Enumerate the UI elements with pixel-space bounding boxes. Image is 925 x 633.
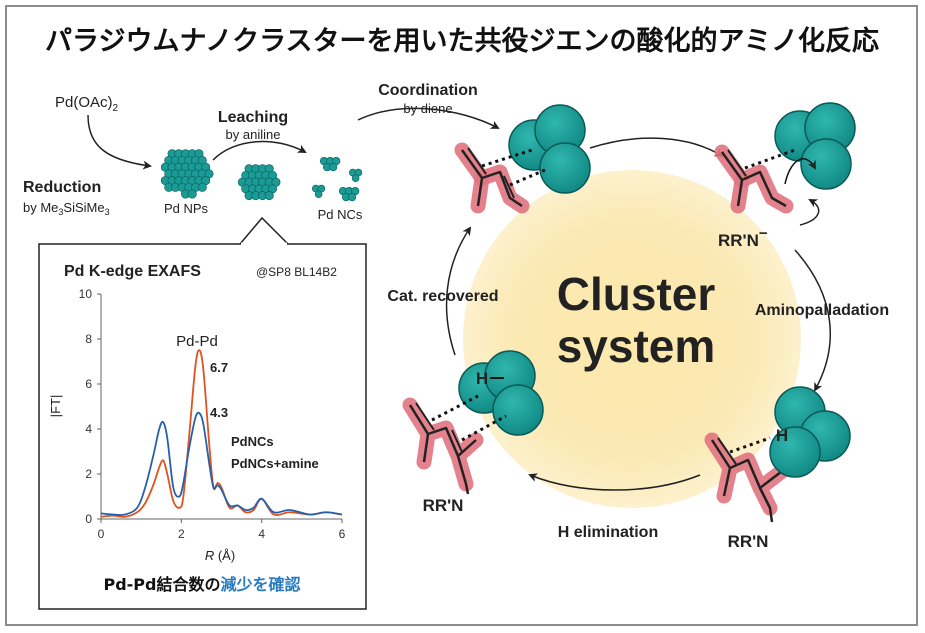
- amine-bottom-left-label: RR'N: [423, 496, 464, 515]
- leaching-label: Leaching: [218, 109, 288, 126]
- pd-cluster: [774, 102, 856, 190]
- amine-attack-complex: [714, 102, 856, 214]
- cycle-arrow-bottom: [528, 473, 701, 491]
- leaching-reagent: by aniline: [226, 127, 281, 142]
- y-tick-label: 4: [85, 422, 92, 436]
- peak-value-pdncs: 6.7: [210, 360, 228, 375]
- x-ticks: 0 2 4 6: [98, 519, 346, 541]
- x-tick-label: 6: [339, 527, 346, 541]
- legend-amine: PdNCs+amine: [231, 456, 319, 471]
- cycle-arrow-right: [794, 249, 831, 392]
- precursor-label: Pd(OAc)2: [55, 94, 119, 114]
- legend-pdncs: PdNCs: [231, 434, 274, 449]
- y-tick-label: 2: [85, 467, 92, 481]
- pd-ncs-label: Pd NCs: [318, 207, 363, 222]
- coordination-reagent: by diene: [403, 101, 452, 116]
- y-tick-label: 0: [85, 512, 92, 526]
- h-elimination-label: H elimination: [558, 524, 658, 541]
- page-title: パラジウムナノクラスターを用いた共役ジエンの酸化的アミノ化反応: [45, 25, 879, 57]
- peak-label: Pd-Pd: [176, 333, 218, 350]
- pd-cluster: [508, 104, 591, 194]
- inset-caption: Pd-Pd結合数の減少を確認: [103, 575, 300, 594]
- cluster-system-label-2: system: [557, 320, 716, 372]
- reduction-arrow: [87, 114, 152, 170]
- x-tick-label: 0: [98, 527, 105, 541]
- inset-beamline: @SP8 BL14B2: [256, 265, 337, 279]
- pd-cluster: [769, 386, 851, 478]
- nanoparticle-atoms: [237, 164, 281, 201]
- y-ticks: 0 2 4 6 8 10: [79, 287, 101, 526]
- nanocluster: [348, 168, 363, 182]
- nanoparticle-atoms: [160, 149, 214, 199]
- nanocluster: [338, 186, 360, 202]
- leaching-arrow: [212, 140, 307, 161]
- exafs-inset-box: [38, 243, 367, 610]
- diene-coordinated-complex: [454, 104, 591, 214]
- series-group: [100, 349, 343, 518]
- y-tick-label: 8: [85, 332, 92, 346]
- cycle-arrow-left: [445, 226, 472, 356]
- amine-bottom-right-label: RR'N: [728, 532, 769, 551]
- pd-nanoparticle-leached: [237, 164, 281, 201]
- x-axis-label: R (Å): [205, 548, 235, 563]
- product-complex: [402, 350, 544, 495]
- aminopalladation-label: Aminopalladation: [755, 302, 889, 319]
- peak-value-amine: 4.3: [210, 405, 228, 420]
- x-tick-label: 4: [258, 527, 265, 541]
- hydride-label-right: H: [776, 426, 788, 445]
- diene-molecule: [714, 144, 794, 214]
- coordination-label: Coordination: [378, 82, 478, 99]
- aminated-diene-molecule: [402, 397, 484, 495]
- pd-nanoparticle: [160, 149, 214, 199]
- y-tick-label: 6: [85, 377, 92, 391]
- exafs-plot: 0 2 4 6 0 2 4 6 8 10: [79, 287, 346, 541]
- series-line-pdncs-amine: [100, 411, 343, 516]
- cycle-arrow-top: [589, 137, 724, 158]
- hydride-label-left: H: [476, 369, 488, 388]
- pd-nps-label: Pd NPs: [164, 201, 209, 216]
- inset-callout: [239, 216, 289, 245]
- inset-title: Pd K-edge EXAFS: [64, 263, 201, 280]
- reduction-reagent: by Me3SiSiMe3: [23, 200, 110, 217]
- pd-nanoclusters: [311, 156, 363, 202]
- cluster-system-label-1: Cluster: [557, 268, 716, 320]
- reduction-label: Reduction: [23, 179, 101, 196]
- amine-anion-label: RR'N−: [718, 225, 768, 250]
- y-axis-label: |FT|: [48, 395, 63, 418]
- aminopalladated-complex: [704, 386, 851, 523]
- nanocluster: [311, 184, 326, 198]
- nanocluster: [319, 156, 341, 172]
- cat-recovered-label: Cat. recovered: [387, 288, 498, 305]
- cluster-system-glow: [463, 170, 801, 508]
- alkyl-molecule: [704, 432, 798, 523]
- diene-molecule: [454, 142, 530, 214]
- x-tick-label: 2: [178, 527, 185, 541]
- y-tick-label: 10: [79, 287, 93, 301]
- amine-attack-arrow: [799, 199, 820, 226]
- coordination-arrow: [357, 107, 500, 129]
